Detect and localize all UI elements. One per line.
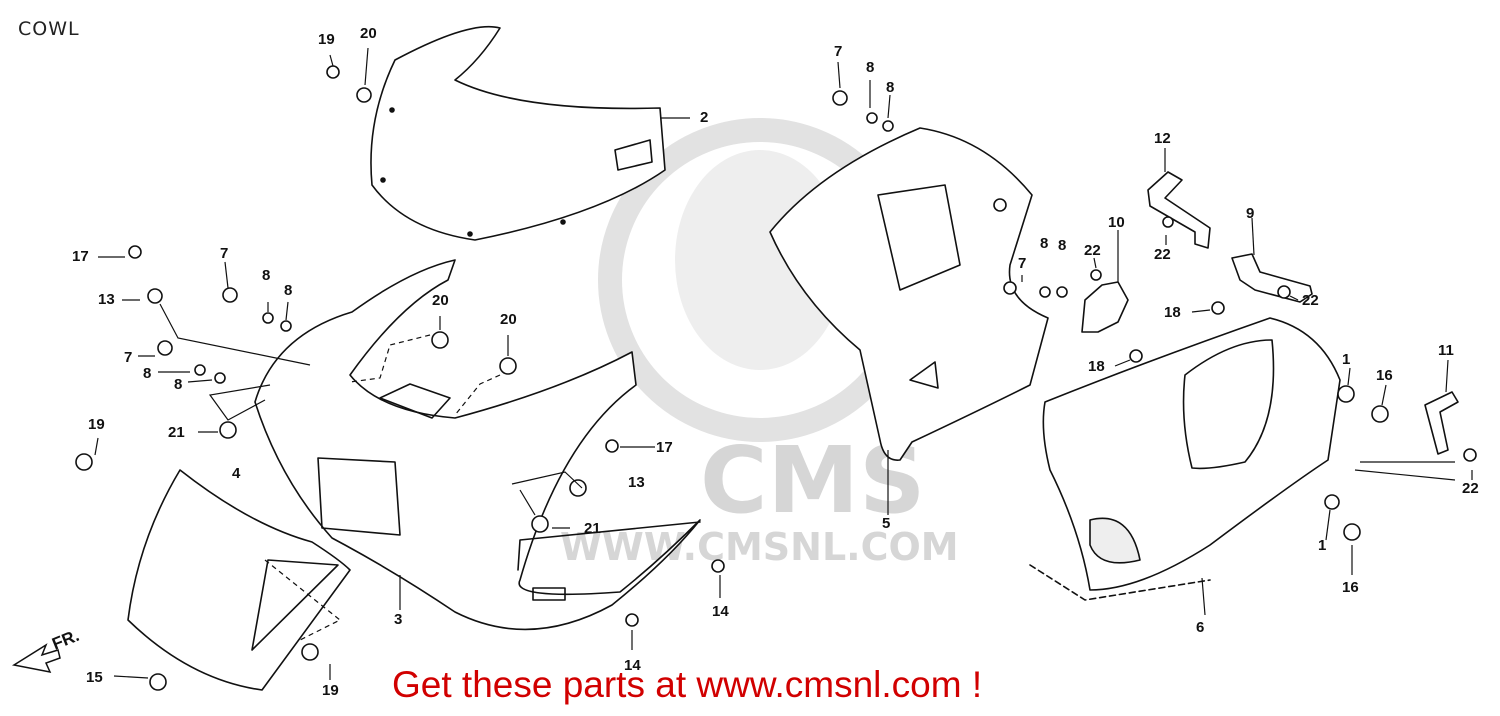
- side-panel-part[interactable]: [127, 469, 351, 691]
- callout-21[interactable]: 21: [168, 424, 185, 441]
- callout-16[interactable]: 16: [1342, 579, 1359, 596]
- callout-19[interactable]: 19: [322, 682, 339, 699]
- promo-link[interactable]: Get these parts at www.cmsnl.com !: [392, 664, 983, 705]
- upper-cowl-part[interactable]: [254, 259, 701, 631]
- callout-8[interactable]: 8: [866, 59, 875, 76]
- callout-14[interactable]: 14: [624, 657, 641, 674]
- callout-10[interactable]: 10: [1108, 214, 1125, 231]
- callout-17[interactable]: 17: [72, 248, 89, 265]
- callout-8[interactable]: 8: [143, 365, 152, 382]
- callout-8[interactable]: 8: [262, 267, 271, 284]
- callout-13[interactable]: 13: [628, 474, 645, 491]
- callout-8[interactable]: 8: [1040, 235, 1049, 252]
- callout-3[interactable]: 3: [394, 611, 403, 628]
- callout-18[interactable]: 18: [1088, 358, 1105, 375]
- callout-2[interactable]: 2: [700, 109, 709, 126]
- front-arrow-icon: FR.: [11, 626, 82, 674]
- callout-8[interactable]: 8: [1058, 237, 1067, 254]
- callout-13[interactable]: 13: [98, 291, 115, 308]
- callout-5[interactable]: 5: [882, 515, 891, 532]
- front-arrow-label: FR.: [49, 626, 82, 654]
- callout-12[interactable]: 12: [1154, 130, 1171, 147]
- inner-fairing-part[interactable]: [769, 127, 1049, 461]
- leader-lines: [94, 47, 1473, 680]
- bracket-11[interactable]: [1424, 391, 1459, 455]
- callout-21[interactable]: 21: [584, 520, 601, 537]
- callout-4[interactable]: 4: [232, 465, 241, 482]
- callout-18[interactable]: 18: [1164, 304, 1181, 321]
- callout-6[interactable]: 6: [1196, 619, 1205, 636]
- callout-22[interactable]: 22: [1084, 242, 1101, 259]
- callout-20[interactable]: 20: [500, 311, 517, 328]
- windscreen-part[interactable]: [370, 25, 666, 241]
- callout-22[interactable]: 22: [1462, 480, 1479, 497]
- callout-22[interactable]: 22: [1154, 246, 1171, 263]
- callout-19[interactable]: 19: [88, 416, 105, 433]
- bracket-12[interactable]: [1147, 171, 1211, 249]
- callout-8[interactable]: 8: [174, 376, 183, 393]
- callout-7[interactable]: 7: [124, 349, 133, 366]
- callout-19[interactable]: 19: [318, 31, 335, 48]
- watermark-url: WWW.CMSNL.COM: [560, 525, 959, 569]
- callout-20[interactable]: 20: [360, 25, 377, 42]
- callout-17[interactable]: 17: [656, 439, 673, 456]
- page-title: COWL: [18, 18, 80, 40]
- callout-7[interactable]: 7: [220, 245, 229, 262]
- callout-1[interactable]: 1: [1318, 537, 1327, 554]
- bracket-9[interactable]: [1231, 253, 1313, 303]
- callout-9[interactable]: 9: [1246, 205, 1255, 222]
- callout-7[interactable]: 7: [1018, 255, 1027, 272]
- callout-8[interactable]: 8: [284, 282, 293, 299]
- callout-14[interactable]: 14: [712, 603, 729, 620]
- callout-16[interactable]: 16: [1376, 367, 1393, 384]
- callout-15[interactable]: 15: [86, 669, 103, 686]
- fasteners: [75, 65, 1477, 691]
- callout-8[interactable]: 8: [886, 79, 895, 96]
- bracket-10[interactable]: [1081, 281, 1129, 333]
- callout-22[interactable]: 22: [1302, 292, 1319, 309]
- callout-7[interactable]: 7: [834, 43, 843, 60]
- callout-11[interactable]: 11: [1438, 342, 1454, 359]
- callout-20[interactable]: 20: [432, 292, 449, 309]
- callout-1[interactable]: 1: [1342, 351, 1351, 368]
